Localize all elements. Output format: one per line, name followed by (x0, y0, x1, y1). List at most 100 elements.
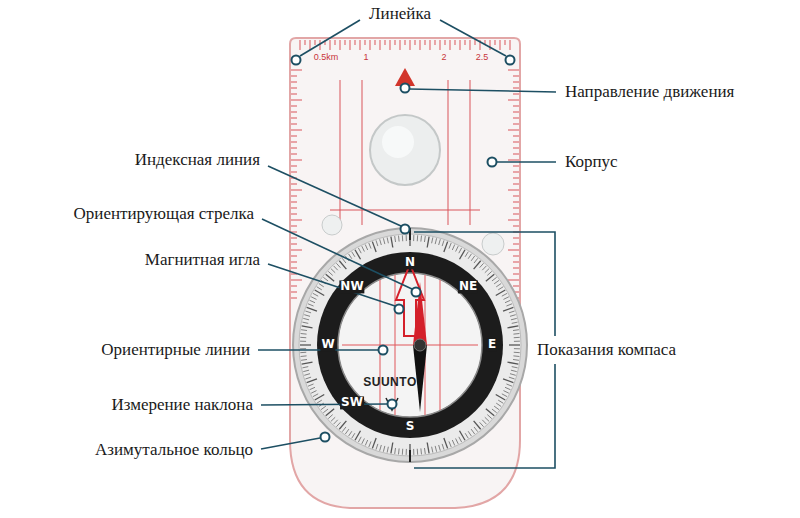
ruler-tick (291, 190, 302, 191)
ruler-tick (513, 238, 519, 239)
ruler-tick (513, 208, 519, 209)
callout-label: Индексная линия (133, 151, 262, 170)
ruler-tick (513, 244, 519, 245)
ruler-tick (291, 262, 297, 263)
ruler-tick (291, 118, 297, 119)
leader-line (268, 264, 395, 306)
degree-tick (417, 235, 418, 241)
leader-line (440, 20, 506, 56)
ruler-tick (513, 178, 519, 179)
leader-line (261, 438, 320, 449)
leader-dot (412, 288, 421, 297)
rubber-foot (322, 215, 342, 235)
degree-tick (452, 440, 454, 445)
degree-tick (302, 322, 308, 323)
degree-tick (402, 235, 403, 241)
scale-line (362, 80, 363, 225)
degree-tick (449, 243, 451, 249)
ruler-tick (430, 40, 431, 50)
degree-tick (486, 409, 494, 416)
leader-line (496, 161, 556, 163)
ruler-tick (380, 40, 381, 50)
degree-tick (498, 287, 503, 290)
degree-tick (304, 374, 310, 376)
ruler-tick (445, 40, 446, 45)
degree-tick (449, 441, 451, 447)
leader-line (409, 89, 556, 92)
degree-tick (496, 395, 506, 401)
degree-tick (380, 445, 382, 451)
ruler-tick (513, 226, 519, 227)
ruler-tick (305, 40, 306, 45)
degree-tick (424, 448, 426, 454)
scale-line (448, 80, 449, 225)
ruler-tick (435, 40, 436, 45)
degree-tick (345, 429, 349, 434)
degree-tick (394, 448, 396, 454)
ruler-tick (513, 124, 519, 125)
degree-tick (362, 438, 365, 443)
degree-tick (514, 352, 520, 353)
ruler-tick (350, 40, 351, 50)
degree-tick (439, 239, 441, 245)
degree-tick (427, 442, 429, 453)
cardinal-ring (317, 252, 503, 438)
degree-tick (317, 287, 322, 290)
ruler-tick (345, 40, 346, 45)
degree-tick (452, 245, 454, 250)
degree-tick (376, 444, 378, 450)
ruler-tick (495, 40, 496, 45)
degree-tick (307, 307, 317, 311)
callout-label: Азимутальное кольцо (93, 441, 255, 460)
degree-tick (321, 406, 326, 410)
ruler-tick (291, 280, 302, 281)
degree-tick (328, 415, 332, 419)
degree-tick (301, 359, 307, 361)
degree-tick (313, 293, 318, 296)
degree-tick (502, 293, 507, 296)
degree-tick (413, 235, 414, 241)
ruler-tick (291, 298, 297, 299)
degree-tick (485, 417, 489, 421)
ruler-tick (513, 82, 519, 83)
ruler-tick (508, 160, 519, 161)
ruler-tick (513, 136, 519, 137)
degree-tick (304, 315, 310, 317)
clinometer (386, 398, 398, 410)
ruler-tick (513, 172, 519, 173)
ruler-tick (291, 130, 302, 131)
degree-tick (328, 271, 332, 275)
ruler-tick (291, 106, 297, 107)
degree-tick (369, 243, 371, 249)
degree-tick (372, 242, 376, 252)
ruler-tick (291, 100, 302, 101)
degree-tick (300, 341, 306, 342)
ruler-tick (405, 40, 406, 45)
brand-name: SUUNTO (363, 376, 416, 389)
degree-tick (358, 248, 361, 253)
ruler-tick (410, 40, 411, 50)
degree-tick (506, 384, 512, 386)
degree-tick (301, 333, 307, 335)
degree-tick (413, 449, 414, 455)
degree-tick (352, 433, 355, 438)
ruler-tick (513, 256, 519, 257)
needle-pivot (414, 339, 426, 351)
ruler-tick (291, 166, 297, 167)
degree-tick (355, 431, 361, 441)
degree-tick (310, 300, 315, 302)
leader-dot (388, 400, 397, 409)
callout-label: Ориентирующая стрелка (72, 205, 256, 224)
degree-tick (406, 235, 407, 241)
ruler-tick (291, 172, 297, 173)
degree-tick (435, 446, 436, 452)
ruler-tick (460, 40, 461, 50)
degree-tick (444, 242, 448, 252)
cardinal-letter: S (405, 420, 416, 433)
degree-tick (480, 422, 484, 426)
degree-tick (301, 329, 307, 331)
ruler-tick (355, 40, 356, 45)
cardinal-letter: E (487, 338, 497, 351)
degree-tick (311, 391, 316, 394)
